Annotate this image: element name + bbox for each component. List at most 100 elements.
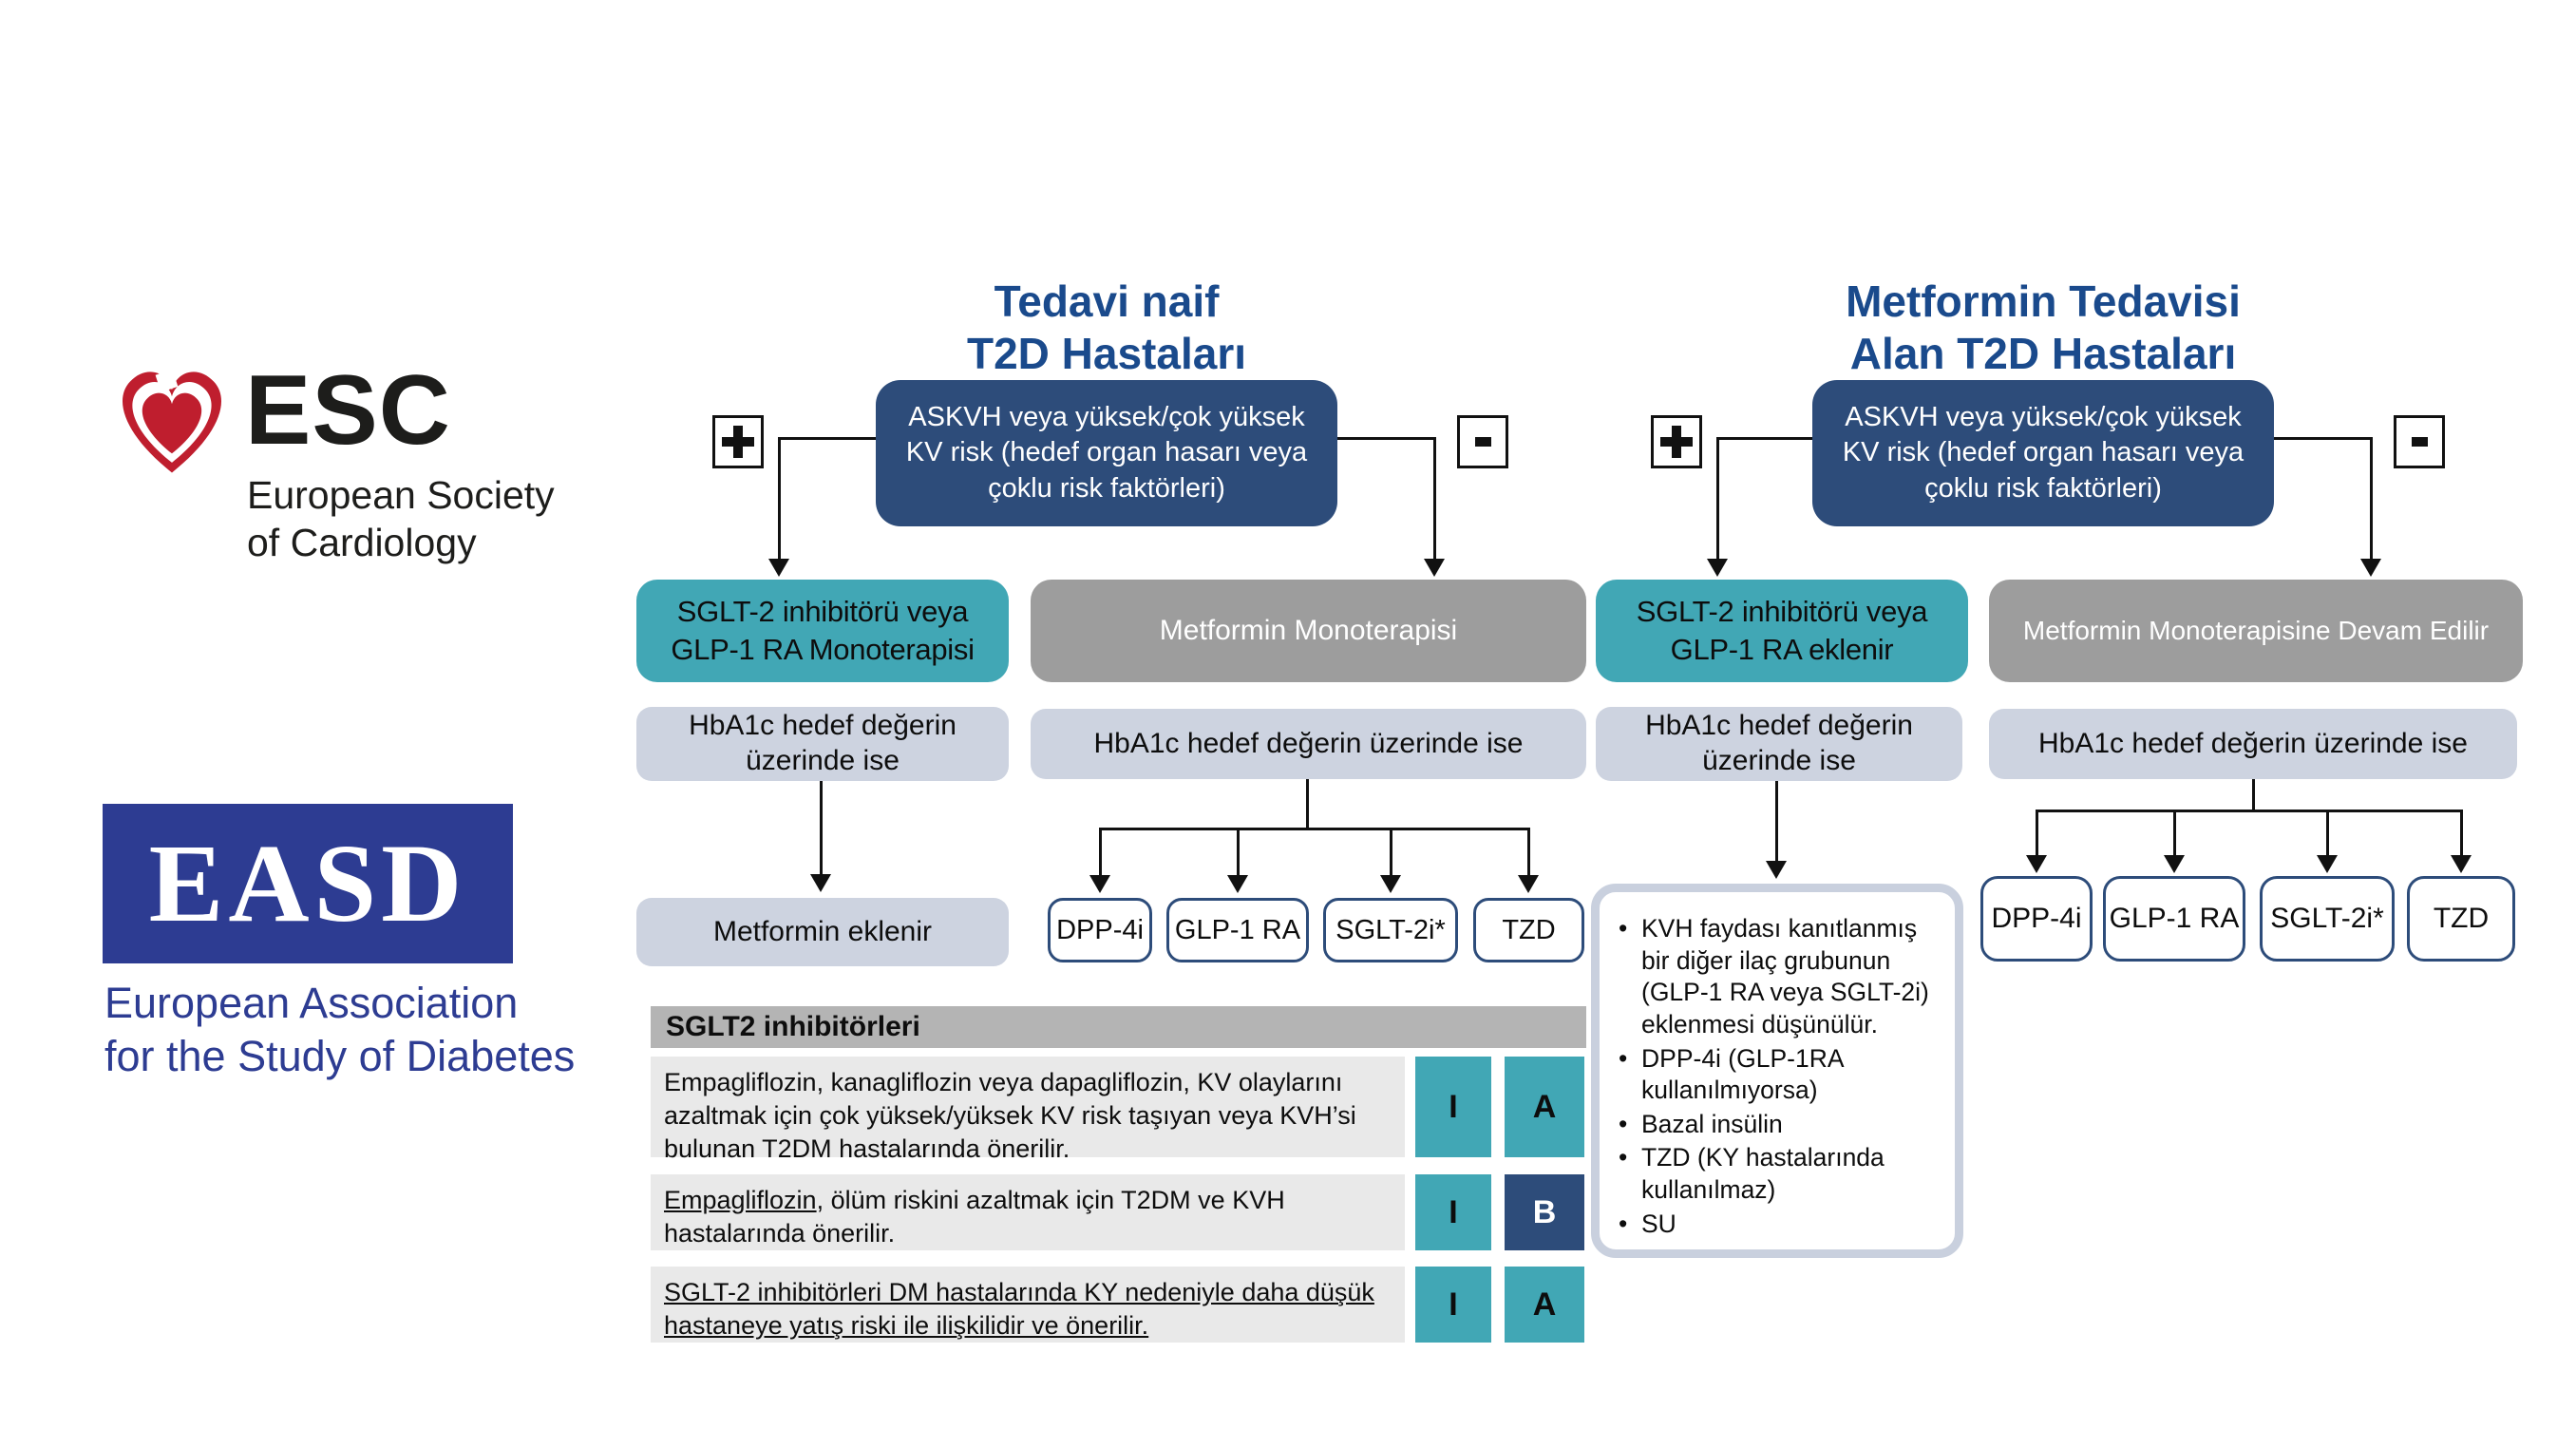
list-item: TZD (KY hastalarında kullanılmaz) xyxy=(1617,1142,1941,1206)
table-row-text: Empagliflozin, kanagliflozin veya dapagl… xyxy=(651,1057,1405,1163)
connector-line xyxy=(2274,437,2373,440)
list-item: Bazal insülin xyxy=(1617,1109,1941,1141)
flow-left-risk-box: ASKVH veya yüksek/çok yüksek KV risk (he… xyxy=(876,380,1337,526)
flow-right-alternatives-box: KVH faydası kanıtlanmış bir diğer ilaç g… xyxy=(1591,884,1963,1258)
flow-right-risk-box: ASKVH veya yüksek/çok yüksek KV risk (he… xyxy=(1812,380,2274,526)
alternatives-list: KVH faydası kanıtlanmış bir diğer ilaç g… xyxy=(1617,913,1941,1240)
easd-abbreviation: EASD xyxy=(148,821,467,945)
table-grade-cell: A xyxy=(1505,1267,1584,1343)
connector-line xyxy=(2173,810,2176,855)
list-item: SU xyxy=(1617,1209,1941,1241)
flow-right-positive-sign xyxy=(1651,415,1702,468)
connector-line xyxy=(778,437,781,559)
option-box-glp1ra: GLP-1 RA xyxy=(1166,898,1309,962)
flow-right-title-line1: Metformin Tedavisi xyxy=(1846,276,2241,326)
flow-right-hba1c-negative: HbA1c hedef değerin üzerinde ise xyxy=(1989,709,2517,779)
option-box-sglt2i: SGLT-2i* xyxy=(1323,898,1458,962)
esc-name-line1: European Society xyxy=(247,473,555,517)
flow-left-positive-branch: SGLT-2 inhibitörü veya GLP-1 RA Monotera… xyxy=(636,580,1009,682)
easd-wordmark-box: EASD xyxy=(103,804,513,963)
arrow-down-icon xyxy=(1089,875,1110,893)
connector-line xyxy=(2326,810,2329,855)
arrow-down-icon xyxy=(2451,855,2472,873)
option-box-dpp4i: DPP-4i xyxy=(1980,876,2093,962)
connector-line xyxy=(1527,828,1530,875)
connector-line xyxy=(1237,828,1240,875)
easd-name: European Association for the Study of Di… xyxy=(104,977,575,1083)
table-class-cell: I xyxy=(1415,1057,1491,1157)
connector-line xyxy=(1337,437,1436,440)
connector-line xyxy=(2036,810,2038,855)
connector-line xyxy=(2370,437,2373,559)
esc-name: European Society of Cardiology xyxy=(247,471,555,566)
flow-left-hba1c-negative: HbA1c hedef değerin üzerinde ise xyxy=(1031,709,1586,779)
table-row-plain-text: , ölüm riskini azaltmak için T2DM ve KVH… xyxy=(664,1186,1285,1248)
table-row-underlined-text: SGLT-2 inhibitörleri DM hastalarında KY … xyxy=(664,1278,1374,1341)
esc-name-line2: of Cardiology xyxy=(247,521,477,565)
connector-line xyxy=(2036,810,2463,812)
option-box-sglt2i: SGLT-2i* xyxy=(2260,876,2395,962)
arrow-down-icon xyxy=(2026,855,2047,873)
table-header: SGLT2 inhibitörleri xyxy=(651,1006,1586,1048)
plus-icon xyxy=(1660,426,1693,458)
easd-name-line2: for the Study of Diabetes xyxy=(104,1031,576,1080)
connector-line xyxy=(1390,828,1392,875)
connector-line xyxy=(1775,781,1778,861)
table-row-text: SGLT-2 inhibitörleri DM hastalarında KY … xyxy=(651,1267,1405,1343)
flow-right-hba1c-positive: HbA1c hedef değerin üzerinde ise xyxy=(1596,707,1962,781)
connector-line xyxy=(1099,828,1530,830)
table-grade-cell: A xyxy=(1505,1057,1584,1157)
table-row-text: Empagliflozin, ölüm riskini azaltmak içi… xyxy=(651,1174,1405,1250)
minus-icon xyxy=(2411,437,2428,447)
connector-line xyxy=(1433,437,1436,559)
table-grade-cell: B xyxy=(1505,1174,1584,1250)
table-row-plain-text: Empagliflozin, kanagliflozin veya dapagl… xyxy=(664,1068,1356,1164)
flow-right-title-line2: Alan T2D Hastaları xyxy=(1849,329,2237,379)
connector-line xyxy=(2252,779,2255,812)
connector-line xyxy=(820,781,823,874)
arrow-down-icon xyxy=(2317,855,2338,873)
connector-line xyxy=(1717,437,1812,440)
arrow-down-icon xyxy=(768,559,789,577)
minus-icon xyxy=(1474,437,1491,447)
option-box-glp1ra: GLP-1 RA xyxy=(2103,876,2245,962)
esc-abbreviation: ESC xyxy=(245,355,451,466)
easd-name-line1: European Association xyxy=(104,979,519,1027)
arrow-down-icon xyxy=(810,874,831,892)
flow-left-title: Tedavi naif T2D Hastaları xyxy=(869,276,1344,380)
flow-left-hba1c-positive: HbA1c hedef değerin üzerinde ise xyxy=(636,707,1009,781)
flow-right-title: Metformin Tedavisi Alan T2D Hastaları xyxy=(1806,276,2281,380)
connector-line xyxy=(2460,810,2463,855)
esc-logo: ESC European Society of Cardiology xyxy=(112,352,606,570)
flow-left-title-line1: Tedavi naif xyxy=(994,276,1220,326)
plus-icon xyxy=(722,426,754,458)
arrow-down-icon xyxy=(1227,875,1248,893)
connector-line xyxy=(779,437,876,440)
arrow-down-icon xyxy=(1380,875,1401,893)
list-item: KVH faydası kanıtlanmış bir diğer ilaç g… xyxy=(1617,913,1941,1041)
connector-line xyxy=(1716,437,1719,559)
flow-left-negative-branch: Metformin Monoterapisi xyxy=(1031,580,1586,682)
option-box-dpp4i: DPP-4i xyxy=(1048,898,1152,962)
arrow-down-icon xyxy=(1424,559,1445,577)
connector-line xyxy=(1099,828,1102,875)
flow-left-action-box: Metformin eklenir xyxy=(636,898,1009,966)
heart-icon xyxy=(122,369,222,473)
arrow-down-icon xyxy=(2360,559,2381,577)
flow-left-title-line2: T2D Hastaları xyxy=(966,329,1246,379)
arrow-down-icon xyxy=(1766,861,1787,879)
flow-right-negative-sign xyxy=(2394,415,2445,468)
flow-left-positive-sign xyxy=(712,415,764,468)
flow-right-positive-branch: SGLT-2 inhibitörü veya GLP-1 RA eklenir xyxy=(1596,580,1968,682)
flow-left-negative-sign xyxy=(1457,415,1508,468)
list-item: DPP-4i (GLP-1RA kullanılmıyorsa) xyxy=(1617,1043,1941,1107)
easd-logo: EASD European Association for the Study … xyxy=(103,804,635,1080)
table-row-underlined-text: Empagliflozin xyxy=(664,1186,817,1214)
table-class-cell: I xyxy=(1415,1174,1491,1250)
option-box-tzd: TZD xyxy=(2407,876,2515,962)
arrow-down-icon xyxy=(2164,855,2185,873)
connector-line xyxy=(1306,779,1309,830)
arrow-down-icon xyxy=(1518,875,1539,893)
option-box-tzd: TZD xyxy=(1473,898,1584,962)
